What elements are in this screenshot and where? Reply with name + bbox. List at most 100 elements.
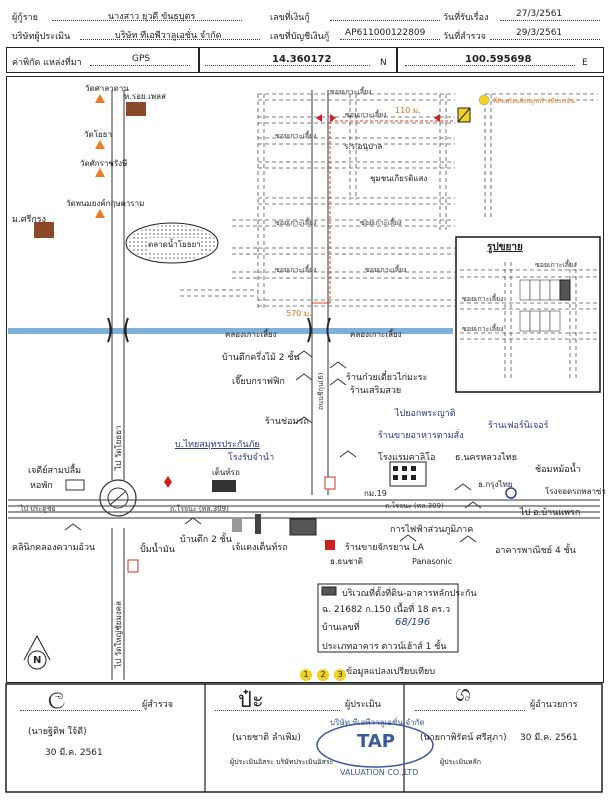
marker-number: 1 (300, 669, 312, 681)
road-label: ไป ประตูชัย (20, 505, 56, 513)
landmark-label: ร้านขายอาหารตามสั่ง (378, 431, 464, 441)
landmark-label: ธ.กรุงไทย (478, 480, 513, 489)
inset-road-label: ซอยเกาะเลี้ยง (462, 295, 504, 303)
landmark-label: Panasonic (412, 557, 453, 566)
temple-icon (95, 168, 105, 177)
landmark-label: กม.19 (364, 489, 387, 498)
temple-label: วัดศักราชรังษี (80, 159, 128, 168)
landmark-label: โรงแรมคาลิโอ (378, 453, 436, 463)
landmark-label: ร้านเฟอร์นิเจอร์ (488, 421, 549, 431)
landmark-label: บ.ไทยสมุทรประกันภัย (175, 440, 260, 450)
signature-appraiser: ป๋ะ (238, 688, 264, 713)
stamp-logo: TAP (357, 731, 396, 752)
landmark-label: เจี๊ยบกราฟฟิก (232, 377, 285, 387)
landmark-label: คลินิกคลองความอ้วน (12, 543, 96, 553)
landmark-label: เจ้แดงเต็นท์รถ (232, 543, 288, 553)
lon-dir: E (582, 58, 588, 68)
soi-label: ซอยเกาะเลี้ยง (275, 266, 317, 274)
landmark-label: ร้านช่อมรถ (265, 417, 309, 427)
canal (8, 328, 453, 334)
borrower-value: นางสาว ยุวดี ขันธบุตร (108, 12, 196, 22)
inset-road-label: ซอยเกาะเลี้ยง (462, 325, 504, 333)
market-label: ตลาดน้ำโยธยา (148, 238, 201, 251)
store-building-icon (126, 102, 146, 116)
store-label: ม.ศรีกรุง (12, 215, 47, 225)
landmark-label: ร้านก๋วยเตี๋ยวไก่มะระ (346, 373, 428, 383)
receive-date-value: 27/3/2561 (516, 9, 563, 19)
inset-road-label: ซอยเกาะเลี้ยง (535, 261, 577, 269)
borrower-label: ผู้กู้ราย (12, 13, 38, 23)
landmark-label: เจดีย์สามปลื้ม (28, 466, 82, 476)
appraiser-subtitle: ผู้ประเมินอิสระ บริษัทประเมินอิสระ (230, 758, 334, 766)
landmark-label: หอพัก (30, 481, 53, 491)
appraiser-name: (นายชาติ ลำเพิม) (232, 733, 301, 743)
temple-label: วัดศาลาดาน (85, 84, 129, 93)
lat-dir: N (380, 58, 387, 68)
stamp-bottom-text: VALUATION CO.,LTD (340, 768, 419, 777)
soi-label: ซอยเกาะเลี้ยง (365, 266, 407, 274)
temple-icon (95, 140, 105, 149)
director-subtitle: ผู้ประเมินหลัก (440, 758, 481, 766)
landmark-label: ธ.นครหลวงไทย (455, 453, 517, 463)
road-label: ถ.โรจนะ (ทล.309) (170, 505, 229, 513)
coord-label: ค่าพิกัด แหล่งที่มา (12, 58, 82, 68)
road-label: ไป วัดโยธยา (114, 425, 123, 470)
landmark-label: ร้านขายจักรยาน LA (345, 543, 424, 553)
coord-source: GPS (132, 54, 151, 64)
comparison-note: ข้อมูลแปลงเปรียบเทียบ (346, 667, 436, 677)
community-label: ชุมชนเกียรติแสง (370, 174, 428, 183)
road-label: ถ.โรจนะ (ทล.309) (385, 502, 444, 510)
subject-note: ที่ดินพร้อมสิ่งปลูกสร้างที่ประเมิน (493, 98, 575, 105)
signature-surveyor: ල (48, 684, 65, 709)
surveyor-date: 30 มี.ค. 2561 (45, 748, 103, 758)
landmark-label: ปั้มน้ำมัน (140, 545, 175, 555)
soi-label: ซอยเกาะเลี้ยง (345, 111, 387, 119)
signature-director: ශ (455, 682, 471, 707)
legend-house-value: 68/196 (395, 617, 431, 628)
receive-date-label: วันที่รับเรื่อง (443, 13, 489, 23)
legend-box (317, 583, 459, 653)
survey-date-value: 29/3/2561 (516, 28, 563, 38)
inset-title: รูปขยาย (487, 242, 523, 253)
survey-date-label: วันที่สำรวจ (443, 32, 486, 42)
soi-label: ซอยเกาะเลี้ยง (330, 88, 372, 96)
soi-label: ซอยเกาะเลี้ยง (275, 219, 317, 227)
temple-icon (95, 209, 105, 218)
legend-deed: ฉ. 21682 ก.150 เนื้อที่ 18 ตร.ว (322, 605, 451, 615)
surveyor-name: (นายฐิติพ ใจ้ดี) (28, 727, 87, 737)
north-arrow-icon: N (33, 655, 42, 666)
map-frame (6, 76, 604, 683)
surveyor-role: ผู้สำรวจ (142, 700, 173, 710)
temple-icon (95, 94, 105, 103)
marker-number: 3 (334, 669, 347, 681)
temple-label: วัดพนมยงค์กฤษดาราม (66, 199, 145, 208)
loan-no-label: เลขที่เงินกู้ (270, 13, 310, 23)
lat-value: 14.360172 (272, 54, 332, 65)
road-label: ไป วัดใหญ่ชัยมงคล (114, 601, 123, 668)
road-label: ไป อ.บ้านแพรก (520, 508, 581, 518)
account-no-label: เลขที่บัญชีเงินกู้ (270, 32, 330, 42)
landmark-label: อาคารพาณิชย์ 4 ชั้น (495, 546, 576, 556)
coordinate-box (6, 47, 604, 73)
road-label: ถนนชีกุน(6) (317, 372, 325, 411)
landmark-label: โรงจอดรถพลาซ่า (545, 487, 606, 496)
appraiser-label: บริษัทผู้ประเมิน (12, 32, 71, 42)
legend-house-label: บ้านเลขที่ (322, 623, 360, 633)
appraiser-value: บริษัท ทีเอพีวาลูเอชั่น จำกัด (115, 31, 222, 41)
stamp-top-text: บริษัท ทีเอพีวาลูเอชั่น จำกัด (330, 718, 425, 727)
landmark-label: เต็นท์รถ (212, 468, 240, 477)
soi-label: ซอยเกาะเลี้ยง (360, 219, 402, 227)
canal-label: คลองเกาะเลี้ยง (350, 330, 402, 339)
landmark-label: ธ.ธนชาติ (330, 557, 363, 566)
marker-number: 2 (317, 669, 330, 681)
director-role: ผู้อำนวยการ (530, 700, 578, 710)
landmark-label: ไปยอกพระญาติ (395, 409, 456, 419)
landmark-label: ร้านเสริมสวย (350, 386, 402, 396)
canal-label: คลองเกาะเลี้ยง (225, 330, 277, 339)
soi-label: ซอยเกาะเลี้ยง (275, 132, 317, 140)
account-no-value: AP611000122809 (345, 28, 426, 38)
comparison-markers: 1 2 3 (300, 662, 347, 681)
distance-label: 110 ม. (395, 106, 421, 115)
appraiser-role: ผู้ประเมิน (345, 700, 381, 710)
